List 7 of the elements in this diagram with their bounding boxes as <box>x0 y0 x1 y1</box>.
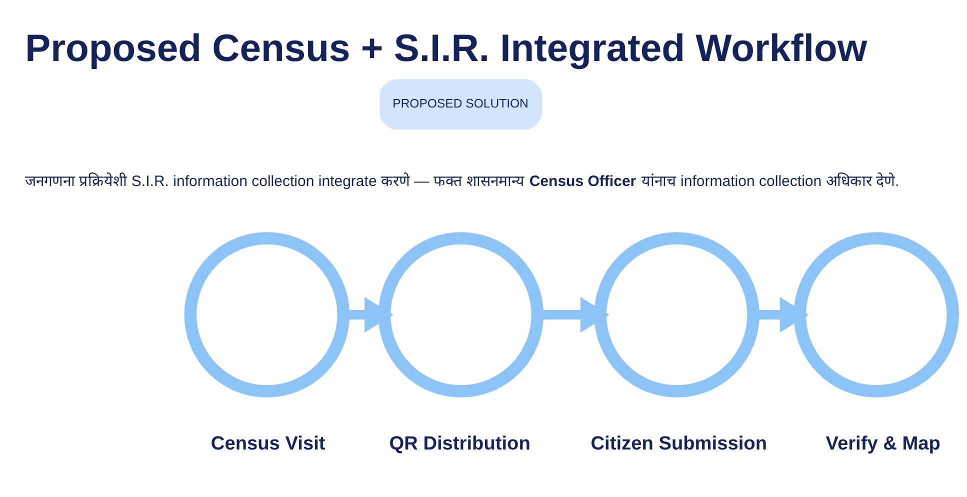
node-label: QR Distribution <box>389 434 530 455</box>
label: जनगणना प्रक्रियेशी S.I.R. information collection integrate करणे — फक्त शासनमान्य Census Officer यांनाच information collection अधिकार देणे. <box>25 173 900 190</box>
label: PROPOSED SOLUTION <box>392 96 528 110</box>
node-label: Verify & Map <box>826 434 940 455</box>
diagram-title: Proposed Census + S.I.R. Integrated Workflow <box>25 27 868 70</box>
node-label: Citizen Submission <box>590 434 768 455</box>
node-label: Census Visit <box>210 434 326 455</box>
